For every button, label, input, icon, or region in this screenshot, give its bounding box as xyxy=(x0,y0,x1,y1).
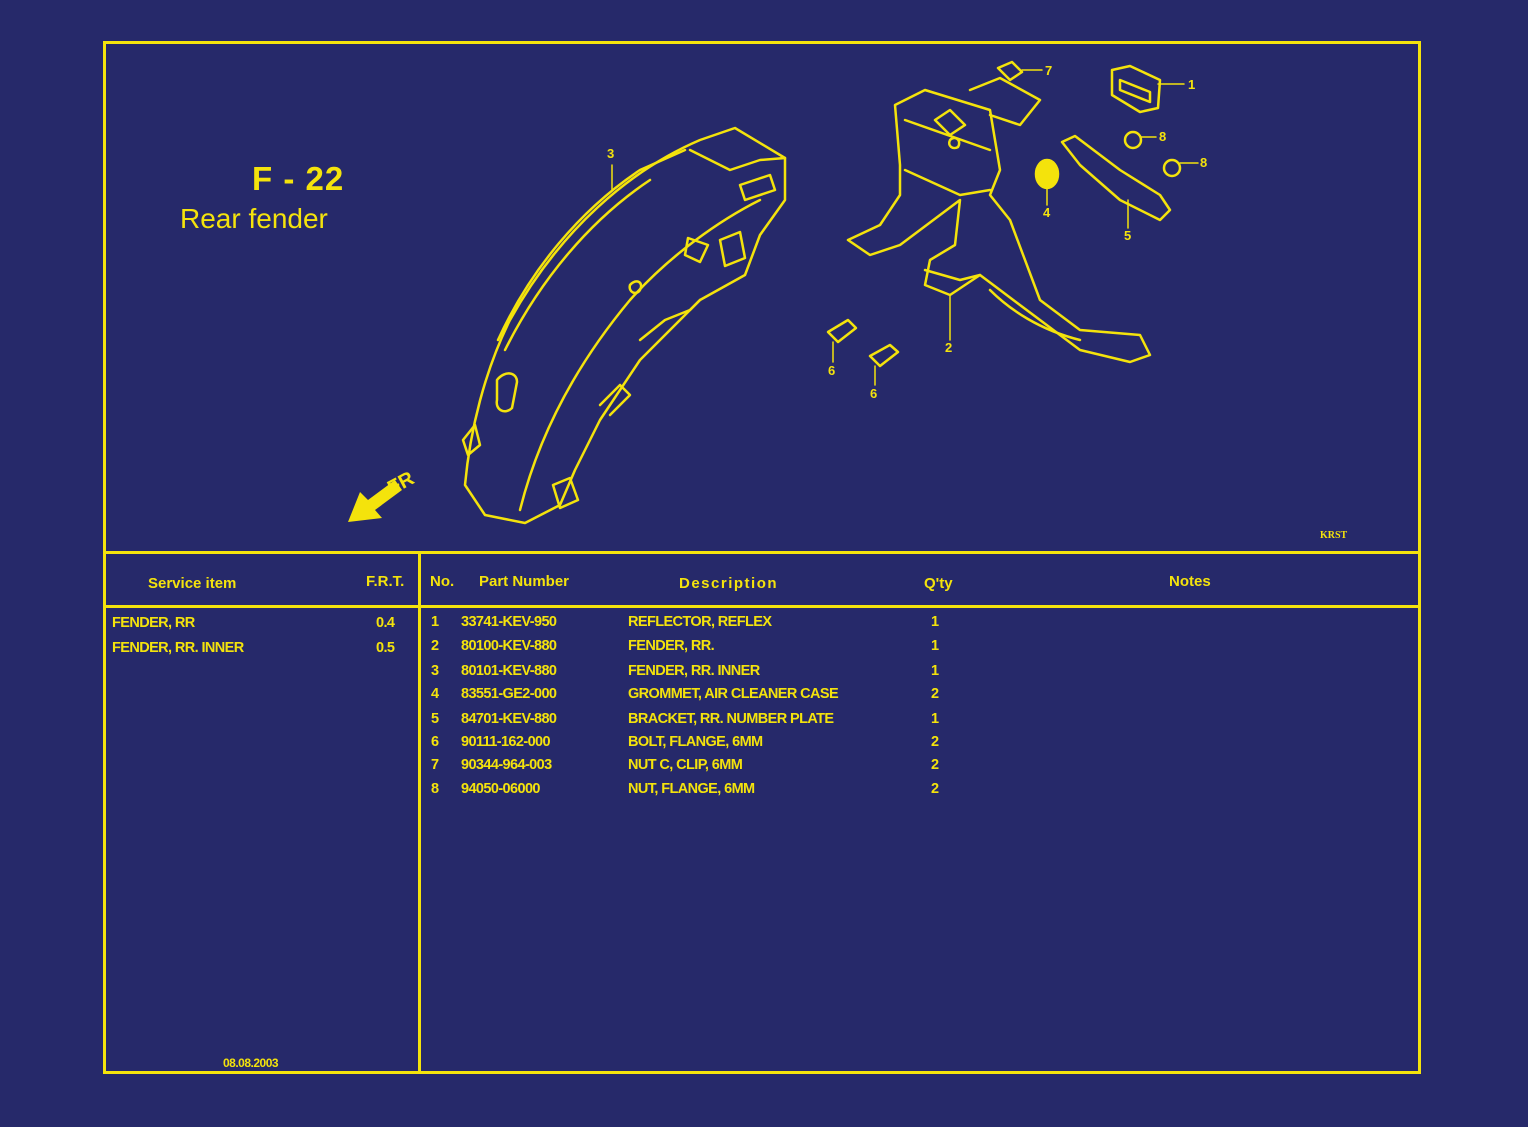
part-number: 80100-KEV-880 xyxy=(461,638,557,654)
part-qty: 2 xyxy=(931,686,939,702)
callout-8b: 8 xyxy=(1200,155,1207,170)
rear-fender-drawing xyxy=(461,126,787,525)
part-no: 1 xyxy=(431,614,439,630)
part-qty: 2 xyxy=(931,734,939,750)
callout-6b: 6 xyxy=(870,386,877,401)
part-number: 80101-KEV-880 xyxy=(461,663,557,679)
callout-4: 4 xyxy=(1043,205,1051,220)
part-no: 8 xyxy=(431,781,439,797)
flange-nut-drawing xyxy=(1123,130,1143,150)
callout-2: 2 xyxy=(945,340,952,355)
part-qty: 1 xyxy=(931,614,939,630)
part-qty: 2 xyxy=(931,757,939,773)
part-description: FENDER, RR. INNER xyxy=(628,663,760,679)
col-service-item: Service item xyxy=(148,575,237,592)
part-no: 4 xyxy=(431,686,439,702)
part-number: 33741-KEV-950 xyxy=(461,614,557,630)
part-qty: 1 xyxy=(931,638,939,654)
col-qty: Q'ty xyxy=(924,575,953,592)
callout-5: 5 xyxy=(1124,228,1131,243)
part-number: 90111-162-000 xyxy=(461,734,551,750)
front-direction-arrow xyxy=(348,480,402,522)
page-title: Rear fender xyxy=(180,203,328,234)
part-description: NUT, FLANGE, 6MM xyxy=(628,781,755,797)
part-no: 2 xyxy=(431,638,439,654)
col-no: No. xyxy=(430,573,455,590)
part-number: 84701-KEV-880 xyxy=(461,711,557,727)
callout-numbers: 1 2 3 4 5 6 6 7 8 8 FR xyxy=(384,63,1207,499)
part-qty: 2 xyxy=(931,781,939,797)
inner-fender-drawing xyxy=(846,76,1152,364)
part-qty: 1 xyxy=(931,663,939,679)
page-code: F - 22 xyxy=(252,160,345,197)
part-description: GROMMET, AIR CLEANER CASE xyxy=(628,686,839,702)
bracket-drawing xyxy=(1060,134,1172,222)
grommet-drawing xyxy=(1034,158,1060,190)
col-description: Description xyxy=(679,575,779,592)
header-row-bottom-divider xyxy=(103,605,1421,608)
part-description: NUT C, CLIP, 6MM xyxy=(628,757,743,773)
column-divider xyxy=(418,551,421,1074)
header-row-top-divider xyxy=(103,551,1421,554)
part-number: 94050-06000 xyxy=(461,781,540,797)
col-frt: F.R.T. xyxy=(366,573,405,590)
revision-date: 08.08.2003 xyxy=(223,1056,279,1070)
col-part-number: Part Number xyxy=(479,573,570,590)
page-frame xyxy=(103,41,1421,1074)
flange-bolt-drawing xyxy=(826,318,858,344)
part-description: BOLT, FLANGE, 6MM xyxy=(628,734,763,750)
service-item-name: FENDER, RR xyxy=(112,615,195,631)
image-code: KRST xyxy=(1320,530,1348,541)
part-number: 83551-GE2-000 xyxy=(461,686,557,702)
part-no: 6 xyxy=(431,734,439,750)
callout-3: 3 xyxy=(607,146,614,161)
callout-7: 7 xyxy=(1045,63,1052,78)
part-description: FENDER, RR. xyxy=(628,638,715,654)
part-no: 7 xyxy=(431,757,439,773)
callout-6a: 6 xyxy=(828,363,835,378)
part-description: BRACKET, RR. NUMBER PLATE xyxy=(628,711,834,727)
callout-8a: 8 xyxy=(1159,129,1166,144)
service-item-frt: 0.5 xyxy=(376,640,395,656)
part-description: REFLECTOR, REFLEX xyxy=(628,614,772,630)
part-no: 3 xyxy=(431,663,439,679)
callout-1: 1 xyxy=(1188,77,1195,92)
callout-leaders xyxy=(611,69,1199,386)
reflector-drawing xyxy=(1110,64,1162,114)
service-item-frt: 0.4 xyxy=(376,615,395,631)
part-no: 5 xyxy=(431,711,439,727)
col-notes: Notes xyxy=(1169,573,1211,590)
part-qty: 1 xyxy=(931,711,939,727)
service-item-name: FENDER, RR. INNER xyxy=(112,640,244,656)
part-number: 90344-964-003 xyxy=(461,757,552,773)
clip-nut-drawing xyxy=(996,60,1024,82)
